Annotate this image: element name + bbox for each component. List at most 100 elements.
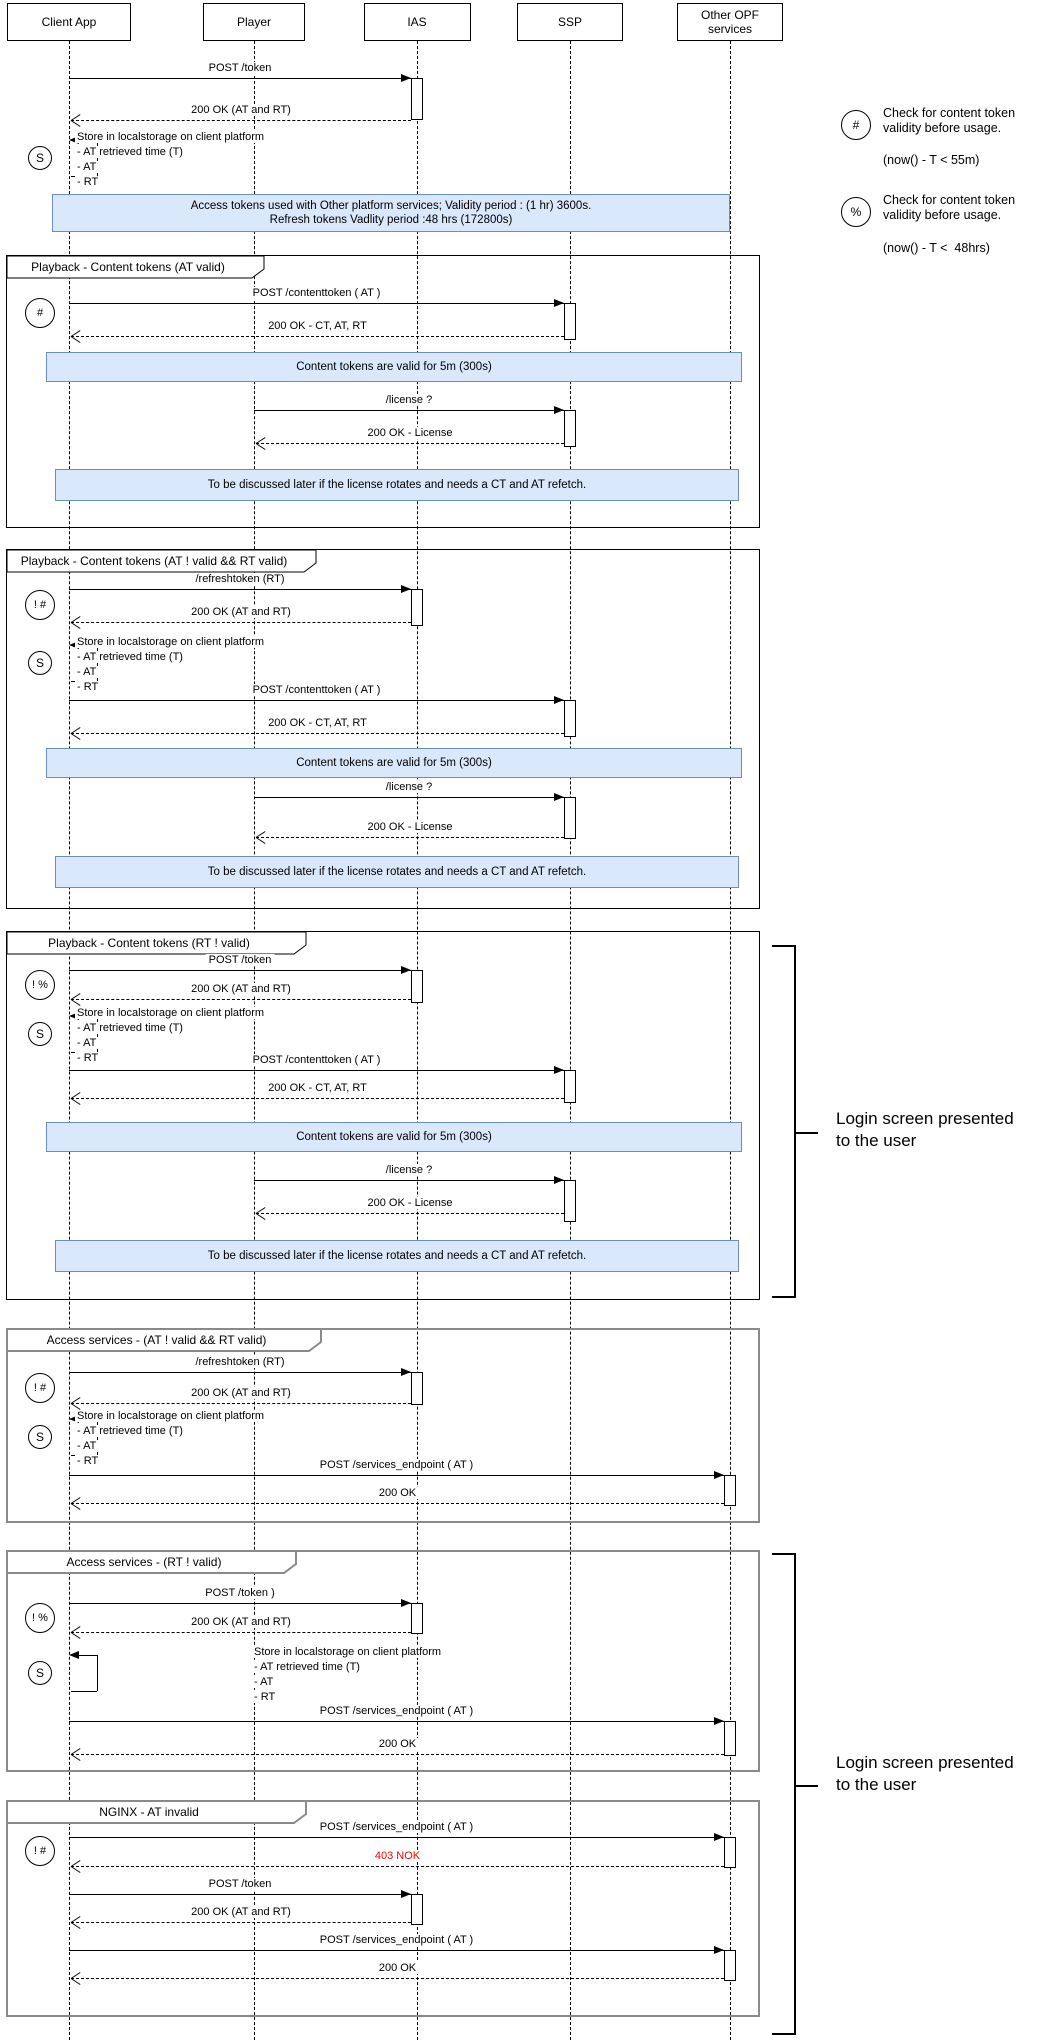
call-message-line <box>69 1894 411 1895</box>
arrowhead-filled <box>401 966 411 974</box>
activation-bar <box>564 1070 576 1103</box>
participant-box: IAS <box>363 3 471 41</box>
self-call-line <box>79 1655 97 1656</box>
note-text: Content tokens are valid for 5m (300s) <box>296 1131 492 1143</box>
note-text: Content tokens are valid for 5m (300s) <box>296 757 492 769</box>
note: To be discussed later if the license rot… <box>55 856 739 888</box>
activation-bar <box>564 797 576 839</box>
return-message-line <box>256 1213 564 1214</box>
call-message-line <box>69 78 411 79</box>
legend-percent-text-line2: validity before usage. <box>883 208 1002 222</box>
call-message-line <box>254 797 564 798</box>
message-label: POST /contenttoken ( AT ) <box>249 287 384 299</box>
lifeline <box>417 41 418 2040</box>
participant-box: SSP <box>517 3 623 41</box>
arrowhead-filled <box>401 1599 411 1607</box>
return-message-line <box>71 733 564 734</box>
arrowhead-filled <box>554 299 564 307</box>
activation-bar <box>411 1894 423 1925</box>
message-label: 200 OK (AT and RT) <box>188 1387 294 1399</box>
store-circle-icon: S <box>28 1022 52 1046</box>
store-text-line: - AT retrieved time (T) <box>75 651 185 663</box>
arrowhead-filled <box>714 1833 724 1841</box>
bracket-bottom <box>772 2033 796 2035</box>
lifeline <box>570 41 571 2040</box>
message-label: POST /token <box>205 954 275 966</box>
self-call-line <box>97 140 98 176</box>
bracket-bottom <box>772 1296 796 1298</box>
store-text-line: Store in localstorage on client platform <box>75 131 267 143</box>
status-circle-icon: ! % <box>25 970 55 1000</box>
call-message-line <box>69 303 564 304</box>
bracket-label-line1: Login screen presented <box>836 1753 1014 1772</box>
return-message-line <box>71 1866 724 1867</box>
message-label: 200 OK - License <box>364 427 456 439</box>
fragment-tab <box>6 931 307 955</box>
legend-hash-formula: (now() - T < 55m) <box>883 153 980 167</box>
store-circle-icon: S <box>28 1425 52 1449</box>
message-label: /license ? <box>382 394 436 406</box>
message-label: /refreshtoken (RT) <box>192 573 288 585</box>
participant-label: Client App <box>41 15 97 29</box>
fragment-tab <box>6 1328 322 1352</box>
activation-bar <box>411 970 423 1003</box>
message-label: 200 OK (AT and RT) <box>188 104 294 116</box>
store-text-line: - AT retrieved time (T) <box>75 1425 185 1437</box>
bracket-vertical <box>794 1553 796 2035</box>
participant-label: Player <box>236 15 271 29</box>
message-label: 200 OK <box>375 1738 420 1750</box>
activation-bar <box>724 1950 736 1981</box>
call-message-line <box>69 1372 411 1373</box>
call-message-line <box>69 1950 724 1951</box>
status-circle-icon: ! % <box>25 1603 55 1633</box>
call-message-line <box>69 700 564 701</box>
activation-bar <box>411 1603 423 1634</box>
self-call-line <box>97 1419 98 1455</box>
fragment-title: Playback - Content tokens (AT ! valid &&… <box>20 554 288 568</box>
lifeline <box>254 41 255 2040</box>
message-label: 200 OK - CT, AT, RT <box>265 717 370 729</box>
store-text-line: - AT <box>252 1676 276 1688</box>
note-text: Refresh tokens Vadlity period :48 hrs (1… <box>269 214 513 226</box>
store-text-line: - RT <box>75 1455 101 1467</box>
participant-box: Other OPF services <box>677 3 783 41</box>
store-circle-icon: S <box>28 146 52 170</box>
arrowhead-filled <box>401 74 411 82</box>
message-label: 200 OK (AT and RT) <box>188 1616 294 1628</box>
note: Content tokens are valid for 5m (300s) <box>46 1122 742 1152</box>
call-message-line <box>69 1070 564 1071</box>
call-message-line <box>69 589 411 590</box>
message-label: /license ? <box>382 1164 436 1176</box>
call-message-line <box>69 1603 411 1604</box>
activation-bar <box>411 78 423 120</box>
fragment-title: NGINX - AT invalid <box>99 1805 199 1819</box>
arrowhead-filled <box>554 1066 564 1074</box>
message-label: 200 OK (AT and RT) <box>188 606 294 618</box>
activation-bar <box>564 700 576 737</box>
legend-hash-text-line2: validity before usage. <box>883 121 1002 135</box>
self-arrowhead <box>69 136 79 144</box>
self-arrowhead <box>69 1415 79 1423</box>
activation-bar <box>564 303 576 340</box>
message-label: POST /contenttoken ( AT ) <box>249 684 384 696</box>
participant-label: Other OPF services <box>700 8 759 36</box>
activation-bar <box>724 1837 736 1868</box>
message-label: 200 OK (AT and RT) <box>188 1906 294 1918</box>
legend-percent-text-line1: Check for content token <box>883 193 1016 207</box>
activation-bar <box>724 1721 736 1756</box>
return-message-line <box>71 1503 724 1504</box>
message-label: POST /token <box>205 62 275 74</box>
store-text-line: - AT retrieved time (T) <box>75 1022 185 1034</box>
self-call-line <box>97 645 98 681</box>
message-label: POST /token ) <box>202 1587 278 1599</box>
participant-box: Client App <box>7 3 131 41</box>
bracket-top <box>772 1553 796 1555</box>
store-text-line: Store in localstorage on client platform <box>75 1007 267 1019</box>
store-text-line: - RT <box>75 1052 101 1064</box>
status-circle-icon: ! # <box>25 1836 55 1866</box>
status-circle-icon: ! # <box>25 1373 55 1403</box>
message-label: POST /token <box>205 1878 275 1890</box>
return-message-line <box>71 622 411 623</box>
participant-box: Player <box>203 3 305 41</box>
self-call-line <box>97 1016 98 1052</box>
